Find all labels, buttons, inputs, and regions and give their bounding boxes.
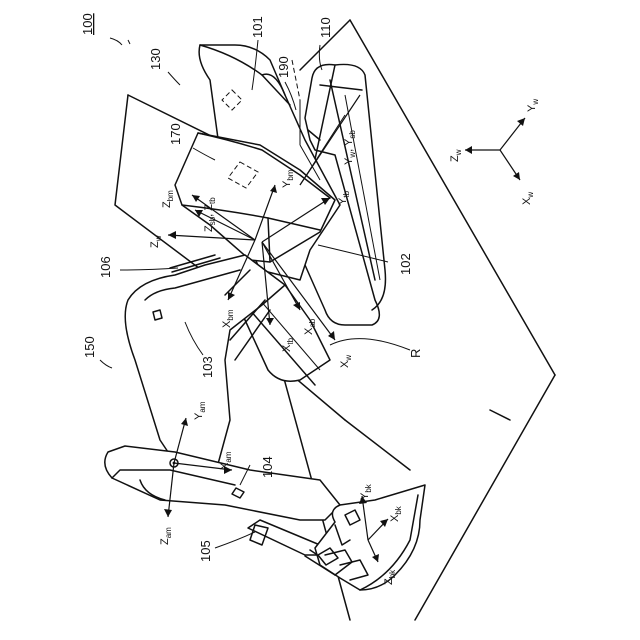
world-y-label: Yw [526,99,540,112]
label-170: 170 [168,123,183,145]
label-R: R [408,349,423,358]
world-local-x-label: Xw [339,355,353,368]
bucket-y-label: Ybk [359,483,373,500]
world-z-label: Zw [449,149,463,162]
boom-z-label: Zbm [161,190,175,208]
world-x-label: Xw [521,192,535,205]
label-103: 103 [200,356,215,378]
world-coordinate-frame [465,118,525,180]
label-130: 130 [148,48,163,70]
label-150: 150 [82,336,97,358]
label-100: 100 [80,13,95,35]
arm-z-label: Zam [159,527,173,545]
label-101: 101 [250,16,265,38]
base-y-label: Yw, Ysb [343,130,357,165]
label-106: 106 [98,256,113,278]
label-190: 190 [276,56,291,78]
label-110: 110 [318,17,333,38]
label-102: 102 [398,253,413,275]
world-local-z-label: Zw [149,235,163,248]
label-104: 104 [260,456,275,478]
label-105: 105 [198,540,213,562]
